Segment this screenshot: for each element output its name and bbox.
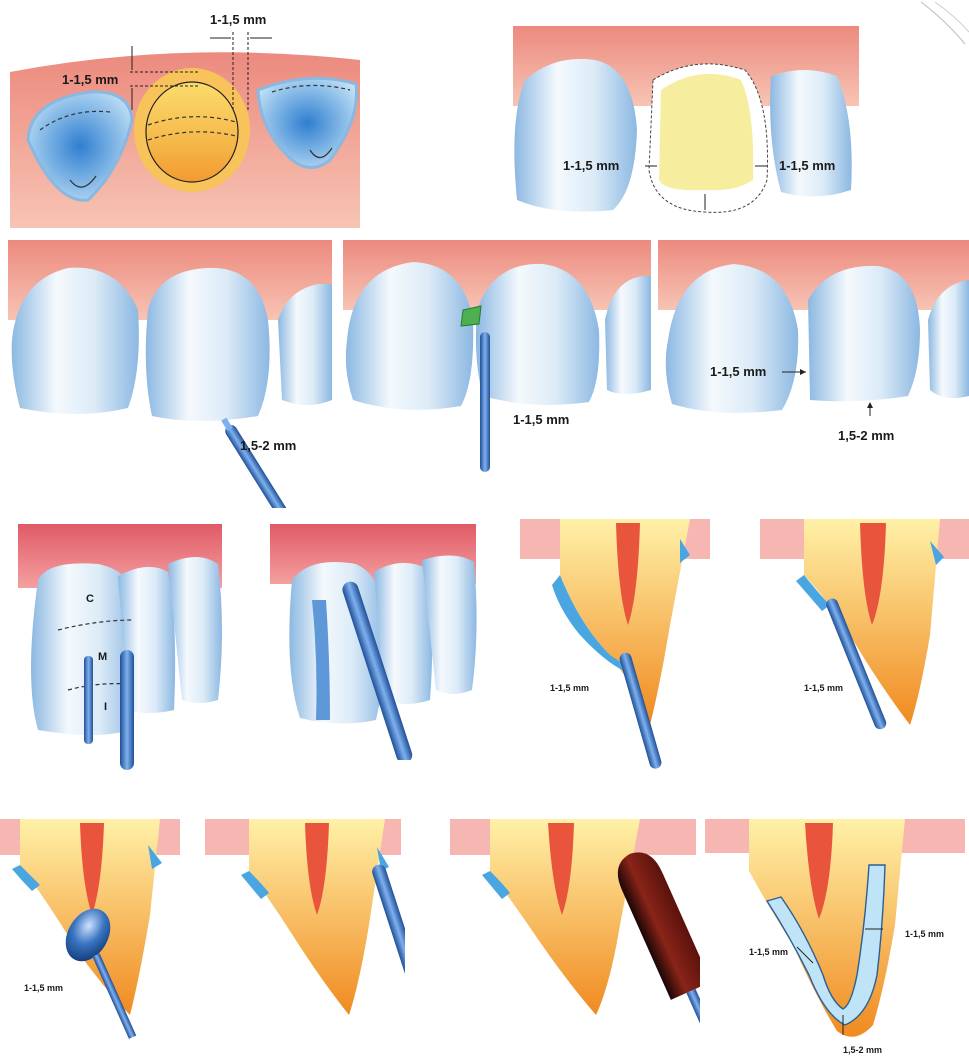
label-measure: 1-1,5 mm	[804, 683, 843, 693]
prepared-incisor	[808, 266, 920, 401]
instrument	[370, 863, 405, 1010]
thin-instrument	[480, 332, 490, 472]
label-side-measure: 1-1,5 mm	[710, 364, 766, 379]
label-right-measure: 1-1,5 mm	[905, 929, 944, 939]
panel-sagittal-middle: 1-1,5 mm	[760, 515, 969, 765]
left-incisor	[514, 59, 637, 212]
zone-label-m: M	[98, 651, 107, 663]
panel-frontal-core: 1-1,5 mm 1-1,5 mm	[505, 20, 865, 220]
panel-proximal-reduction: 1-1,5 mm	[343, 240, 651, 478]
panel-finished-reduction: 1-1,5 mm 1,5-2 mm	[658, 240, 969, 470]
zone-label-i: I	[104, 701, 107, 713]
label-measure: 1-1,5 mm	[24, 983, 63, 993]
depth-instrument-thin	[84, 656, 93, 744]
panel-depth-grooves: C M I	[18, 520, 228, 772]
label-measure: 1-1,5 mm	[513, 412, 569, 427]
label-top-measure: 1-1,5 mm	[210, 12, 266, 27]
panel-occlusal-cross-section: 1-1,5 mm 1-1,5 mm	[10, 0, 360, 228]
right-incisor	[476, 264, 599, 405]
flame-bur	[610, 845, 700, 1046]
label-left-measure: 1-1,5 mm	[749, 947, 788, 957]
label-left-measure: 1-1,5 mm	[62, 72, 118, 87]
central-incisor-right	[146, 268, 270, 421]
panel-labial-reduction	[270, 520, 482, 760]
label-measure: 1-1,5 mm	[550, 683, 589, 693]
panel-finishing-bur	[450, 815, 700, 1056]
label-left-measure: 1-1,5 mm	[563, 158, 619, 173]
incisor-right	[168, 557, 222, 703]
zone-label-c: C	[86, 593, 94, 605]
panel-cingulum-reduction	[205, 815, 405, 1056]
corner-decoration	[915, 0, 969, 50]
panel-sagittal-cervical: 1-1,5 mm	[520, 515, 715, 770]
depth-instrument-thick	[120, 650, 134, 770]
label-right-measure: 1-1,5 mm	[779, 158, 835, 173]
panel-final-preparation: 1-1,5 mm 1-1,5 mm 1,5-2 mm	[705, 815, 969, 1056]
label-measure: 1,5-2 mm	[240, 438, 296, 453]
label-bottom-measure: 1,5-2 mm	[843, 1045, 882, 1055]
yellow-core	[659, 74, 753, 190]
diamond-instrument	[219, 416, 318, 508]
label-bottom-measure: 1,5-2 mm	[838, 428, 894, 443]
panel-lingual-spoon: 1-1,5 mm	[0, 815, 185, 1056]
panel-incisal-reduction: 1,5-2 mm	[8, 240, 332, 508]
right-incisor	[770, 70, 852, 197]
